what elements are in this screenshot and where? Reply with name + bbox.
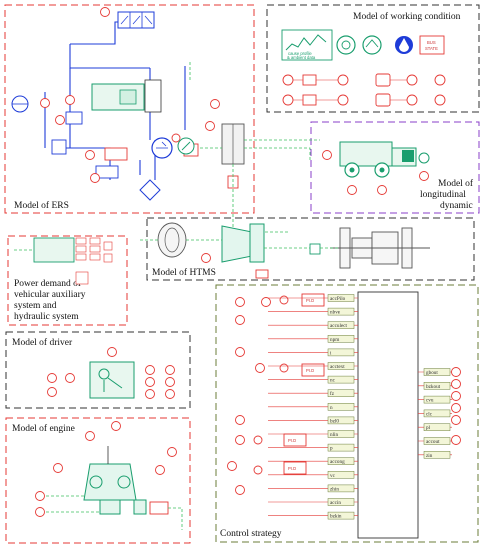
pid-block-2 bbox=[301, 363, 325, 377]
route-profile-caption-2: & ambient data bbox=[287, 55, 316, 60]
ers-panel-label: Model of ERS bbox=[14, 200, 69, 211]
power-demand-blocks bbox=[14, 237, 113, 285]
signal-right-label: cvu bbox=[426, 398, 434, 404]
bus-state-label-1: BUS bbox=[427, 40, 436, 45]
working-condition-panel-frame bbox=[266, 4, 480, 113]
control-strategy-label: Control strategy bbox=[220, 529, 282, 539]
signal-left-label: n bbox=[330, 405, 333, 411]
pid-controllers: PI.D PI.D PI.D PI.D bbox=[283, 293, 325, 475]
working-condition-icons: cause profile & ambient data BUS STATE bbox=[281, 29, 446, 107]
signal-left-label: i bbox=[330, 350, 332, 356]
power-demand-label-3: system and bbox=[14, 301, 57, 311]
signal-left-tag bbox=[327, 484, 355, 493]
signal-right-label: bzkout bbox=[426, 384, 441, 390]
signal-right-label: zin bbox=[426, 453, 433, 459]
engine-model bbox=[35, 421, 183, 530]
pid-block-4 bbox=[283, 461, 307, 475]
signal-left-label: nbve bbox=[330, 310, 341, 316]
power-demand-panel-frame bbox=[7, 235, 128, 326]
signal-right-tag bbox=[423, 423, 451, 431]
signal-left-tag bbox=[327, 403, 355, 411]
power-demand-label-4: hydraulic system bbox=[14, 312, 79, 322]
signal-left-label: npm bbox=[330, 337, 339, 343]
signal-right-label: accout bbox=[426, 439, 440, 445]
signal-left-tag bbox=[327, 307, 355, 316]
signal-left-label: nlin bbox=[330, 432, 338, 438]
signal-right-label: gbout bbox=[426, 370, 438, 376]
signal-left-label: acculect bbox=[330, 323, 348, 329]
engine-panel-frame bbox=[5, 417, 191, 544]
control-strategy-panel-frame bbox=[215, 284, 479, 543]
signal-left-label: bzl0 bbox=[330, 418, 339, 424]
control-signals-left: accPilo nbve acculect npm i acctext nc fz n bzl0 n… bbox=[268, 294, 358, 520]
control-signals-right: gbout bzkout cvu clc pl accout zin bbox=[418, 368, 452, 459]
working-condition-panel-label: Model of working condition bbox=[353, 11, 461, 22]
signal-left-tag bbox=[327, 430, 355, 438]
signal-left-tag bbox=[327, 335, 355, 343]
driver-model bbox=[47, 347, 175, 399]
signal-left-tag bbox=[327, 321, 355, 329]
vehicle-body bbox=[322, 141, 430, 195]
signal-left-label: fz bbox=[330, 390, 335, 397]
longitudinal-panel-frame bbox=[310, 121, 480, 214]
pid-label-4: PI.D bbox=[288, 466, 296, 471]
signal-left-tag bbox=[327, 498, 355, 506]
longitudinal-panel-label-2: longitudinal bbox=[420, 190, 466, 200]
signal-left-tag bbox=[327, 471, 355, 479]
htms-panel-frame bbox=[146, 217, 475, 281]
signal-left-label: acctext bbox=[330, 364, 345, 370]
route-profile-caption-1: cause profile bbox=[288, 51, 312, 56]
signal-left-tag bbox=[327, 443, 355, 452]
soil-icon bbox=[362, 35, 382, 55]
signal-right-tag bbox=[423, 368, 451, 376]
signal-left-tag bbox=[327, 375, 355, 384]
signal-left-tag bbox=[327, 294, 355, 302]
signal-right-tag bbox=[423, 451, 451, 459]
road-icon bbox=[336, 35, 356, 55]
signal-right-label: pl bbox=[426, 425, 431, 431]
signal-right-tag bbox=[423, 437, 451, 445]
signal-left-tag bbox=[327, 362, 355, 370]
signal-right-tag bbox=[423, 382, 451, 390]
signal-left-tag bbox=[327, 511, 355, 520]
bus-state-label-2: STATE bbox=[425, 46, 438, 51]
power-demand-label-2: vehicular auxiliary bbox=[14, 290, 86, 300]
signal-left-tag bbox=[327, 416, 355, 425]
pid-label-3: PI.D bbox=[288, 438, 296, 443]
signal-left-tag bbox=[327, 389, 355, 397]
signal-right-label: clc bbox=[426, 411, 433, 417]
signal-left-label: vc bbox=[330, 473, 336, 479]
longitudinal-panel-label-3: dynamic bbox=[440, 201, 473, 211]
longitudinal-panel-label-1: Model of bbox=[438, 178, 474, 189]
driver-panel-label: Model of driver bbox=[12, 337, 73, 348]
bus-state-icon bbox=[419, 35, 445, 55]
signal-left-tag bbox=[327, 457, 355, 465]
htms-powertrain bbox=[140, 222, 430, 279]
htms-panel-label: Model of HTMS bbox=[152, 267, 216, 278]
signal-left-label: accPilo bbox=[330, 296, 346, 302]
power-demand-label-1: Power demand of bbox=[14, 278, 82, 289]
ers-panel-frame bbox=[4, 4, 255, 214]
signal-left-label: bzkin bbox=[330, 514, 342, 520]
signal-left-label: zhin bbox=[330, 486, 339, 492]
signal-left-tag bbox=[327, 348, 355, 357]
signal-left-label: nc bbox=[330, 378, 336, 384]
driver-panel-frame bbox=[5, 331, 191, 409]
signal-left-label: p bbox=[330, 446, 333, 452]
pid-label-2: PI.D bbox=[306, 368, 314, 373]
signal-left-label: accong bbox=[330, 459, 345, 465]
pid-label-1: PI.D bbox=[306, 298, 314, 303]
pid-block-1 bbox=[301, 293, 325, 307]
ers-hydraulic-circuit bbox=[11, 7, 320, 233]
signal-right-tag bbox=[423, 409, 451, 418]
engine-panel-label: Model of engine bbox=[12, 423, 75, 434]
signal-right-tag bbox=[423, 395, 451, 404]
signal-left-label: accin bbox=[330, 500, 341, 506]
